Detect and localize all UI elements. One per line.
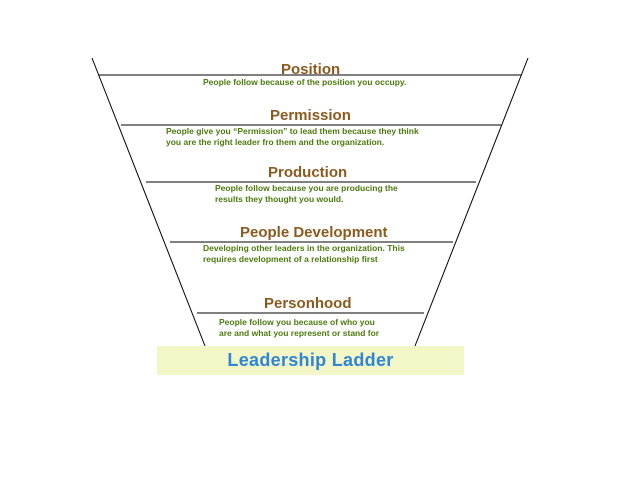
funnel-right-edge [414, 57, 529, 347]
level-description-position: People follow because of the position yo… [203, 77, 407, 87]
level-title-permission: Permission [270, 107, 351, 124]
level-description-people-development: Developing other leaders in the organiza… [203, 243, 405, 264]
footer-label: Leadership Ladder [227, 350, 394, 370]
level-title-personhood: Personhood [264, 295, 352, 312]
level-title-production: Production [268, 164, 348, 181]
level-description-production: People follow because you are producing … [215, 183, 398, 204]
footer-banner: Leadership Ladder [157, 346, 464, 375]
level-description-permission: People give you “Permission” to lead the… [166, 126, 419, 147]
level-title-position: Position [281, 61, 341, 78]
level-title-people-development: People Development [240, 224, 388, 241]
funnel-left-edge [91, 57, 206, 347]
level-description-personhood: People follow you because of who you are… [219, 317, 380, 338]
